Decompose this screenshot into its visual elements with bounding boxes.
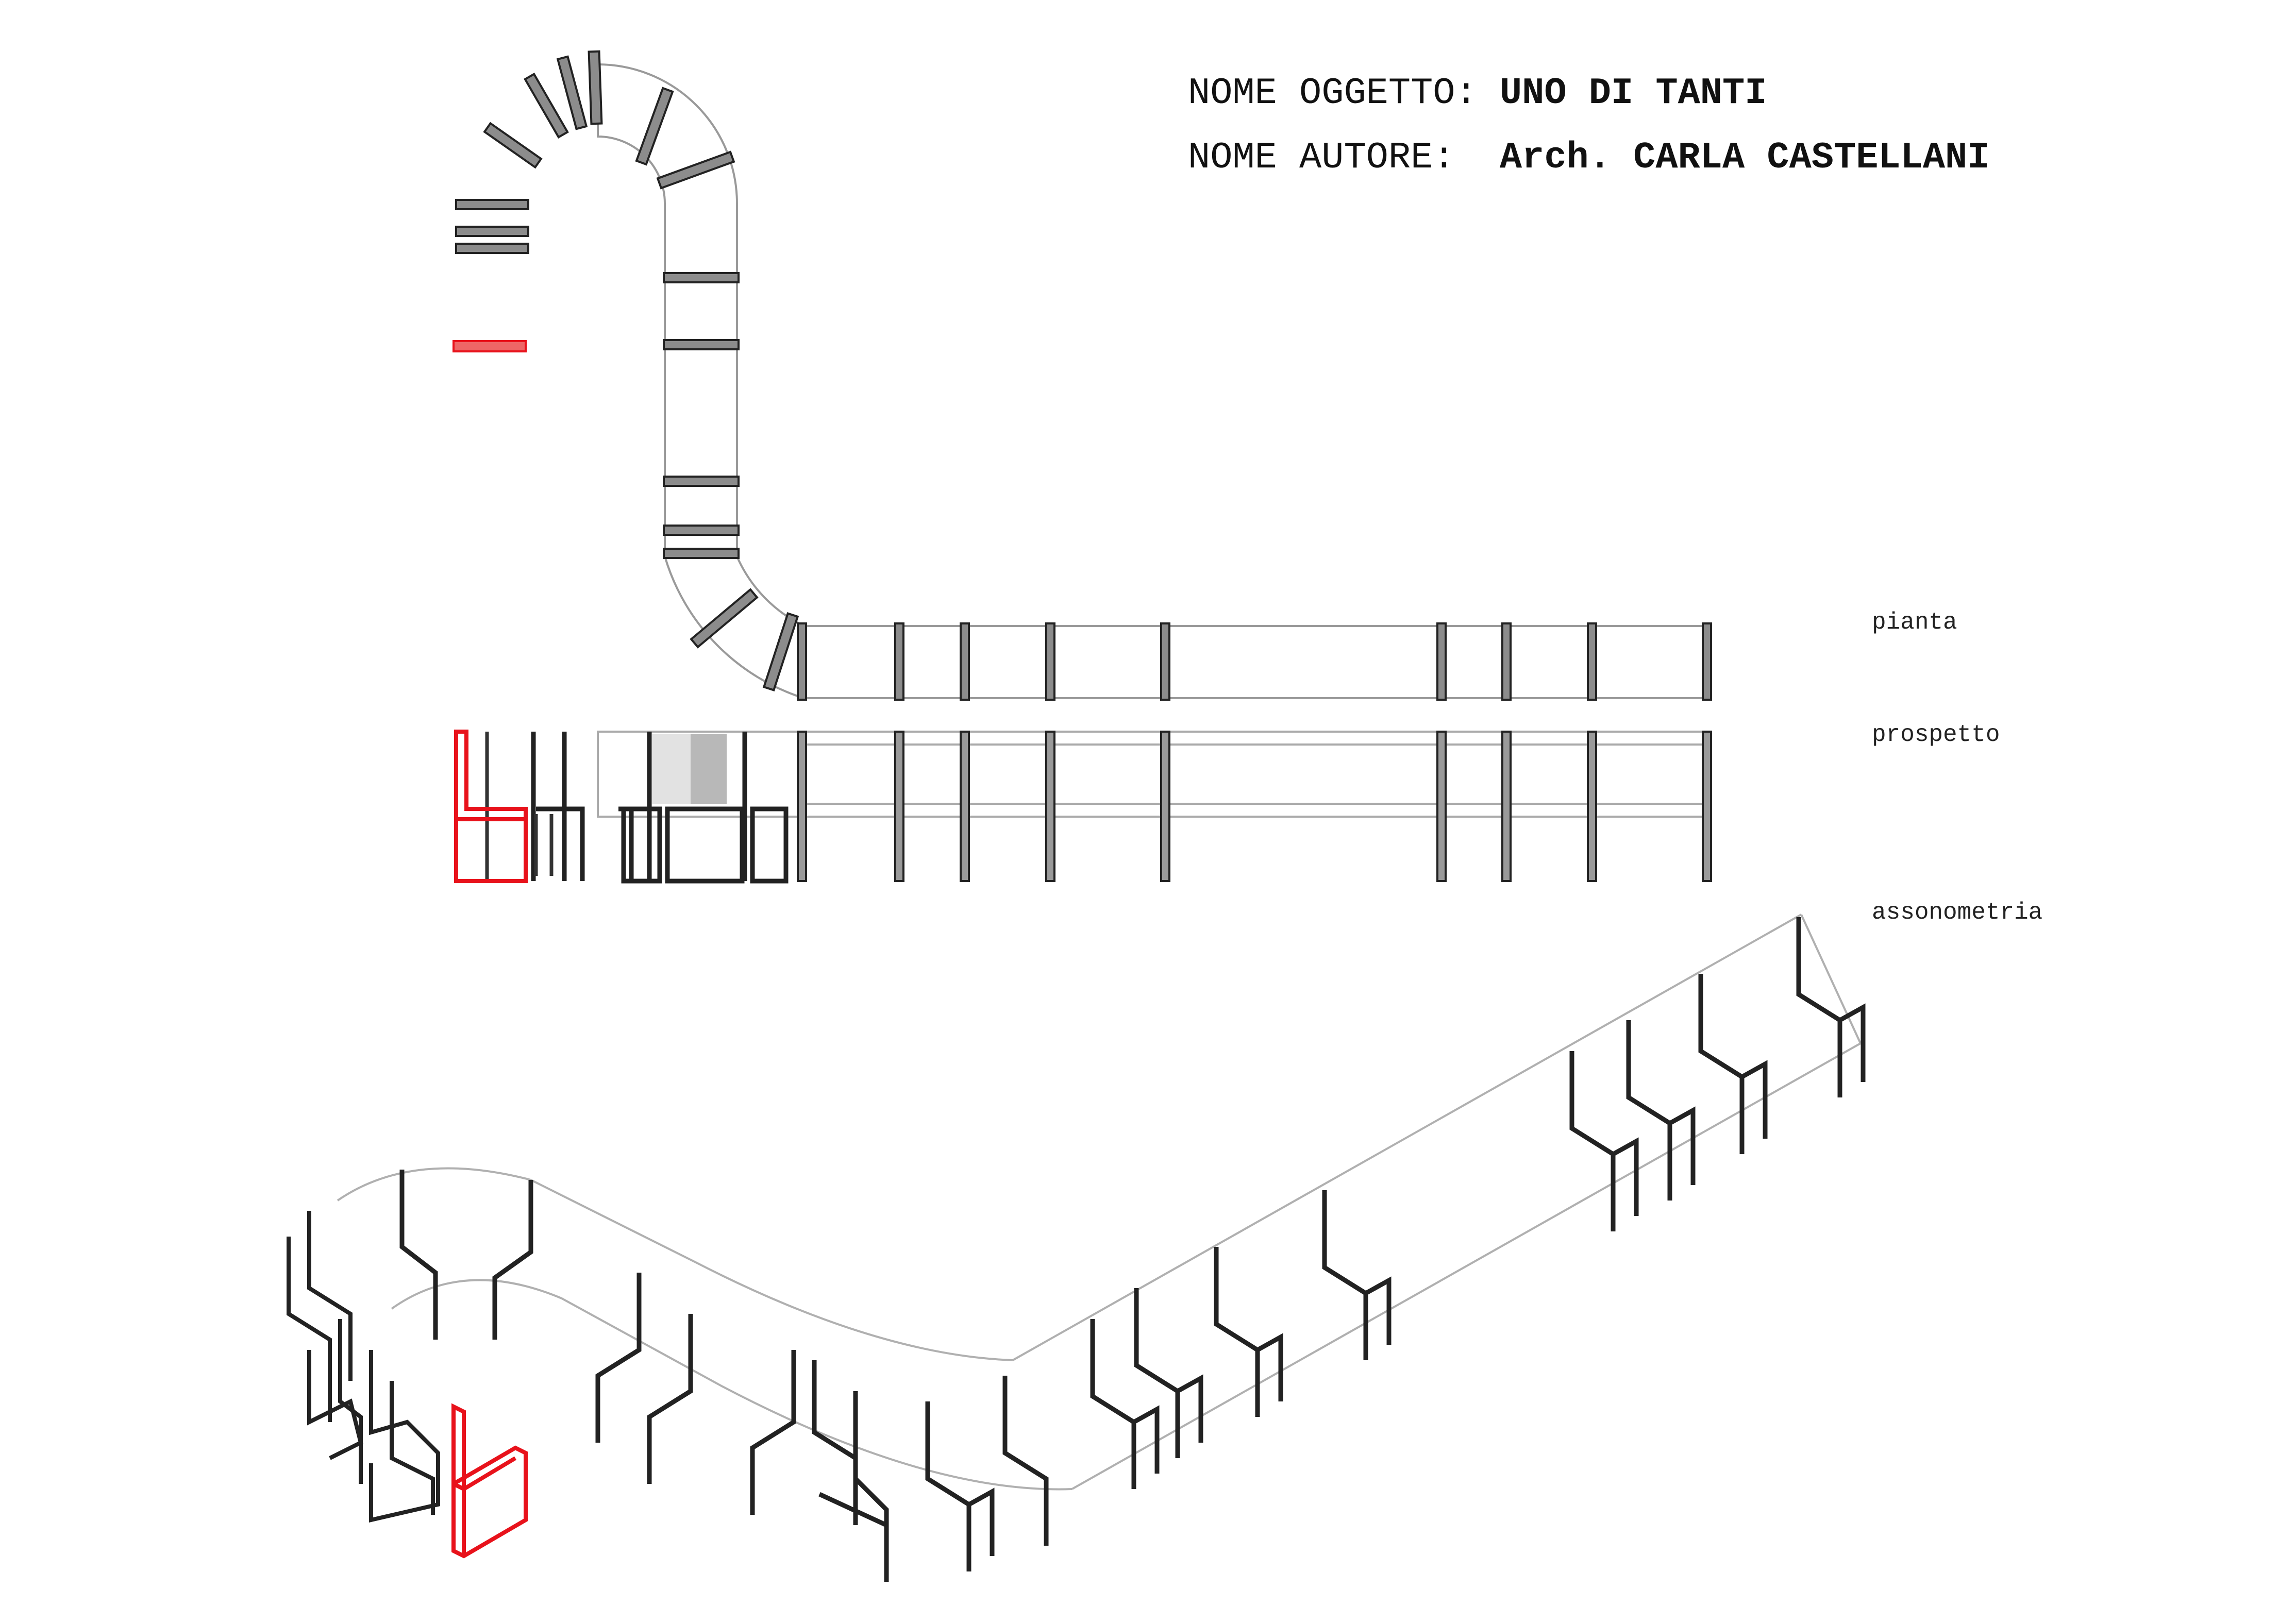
elevation-post bbox=[1045, 731, 1055, 882]
elevation-view-label: prospetto bbox=[1872, 721, 2000, 748]
author-name-line: NOME AUTORE: Arch. CARLA CASTELLANI bbox=[1188, 137, 1989, 179]
axon-chair-highlight bbox=[451, 1403, 528, 1559]
plan-chair bbox=[663, 476, 740, 487]
author-name-value: Arch. CARLA CASTELLANI bbox=[1499, 137, 1990, 179]
axon-bench-back-edge bbox=[1012, 914, 1802, 1361]
elevation-post bbox=[960, 731, 970, 882]
axon-chair bbox=[1626, 1020, 1696, 1201]
plan-chair bbox=[894, 622, 904, 701]
axon-chair bbox=[647, 1314, 693, 1484]
plan-chair bbox=[797, 622, 807, 701]
plan-chair bbox=[455, 243, 529, 254]
plan-chair bbox=[455, 226, 529, 237]
elevation-post bbox=[894, 731, 904, 882]
plan-chair bbox=[663, 339, 740, 350]
plan-chair bbox=[690, 588, 759, 649]
axon-bench-front-edge bbox=[1071, 1042, 1861, 1490]
plan-chair bbox=[455, 199, 529, 210]
plan-chair-highlight bbox=[453, 340, 527, 352]
plan-chair bbox=[635, 87, 674, 166]
axon-chair bbox=[595, 1273, 642, 1443]
axon-chair-pile bbox=[307, 1211, 353, 1381]
axonometric-view bbox=[287, 914, 1866, 1582]
elevation-post bbox=[1436, 731, 1447, 882]
plan-chair bbox=[588, 50, 603, 125]
axon-chair bbox=[1090, 1319, 1160, 1489]
plan-chair bbox=[1501, 622, 1512, 701]
axon-chair bbox=[750, 1350, 796, 1515]
elevation-chair-highlight bbox=[454, 730, 528, 883]
author-name-label: NOME AUTORE: bbox=[1188, 137, 1455, 179]
plan-chair bbox=[483, 122, 543, 169]
axon-chair bbox=[1002, 1376, 1049, 1546]
axon-chair bbox=[399, 1170, 438, 1340]
axonometric-view-label: assonometria bbox=[1872, 899, 2043, 926]
elevation-view bbox=[454, 730, 1712, 884]
axon-chair bbox=[812, 1360, 887, 1528]
axon-chair-pile bbox=[390, 1381, 435, 1515]
plan-chair bbox=[663, 525, 740, 536]
axon-chair bbox=[492, 1180, 533, 1340]
plan-chair bbox=[1160, 622, 1170, 701]
object-name-value: UNO DI TANTI bbox=[1499, 72, 1767, 114]
axon-chair bbox=[1214, 1247, 1283, 1417]
plan-chair bbox=[556, 55, 588, 130]
axon-chair bbox=[1134, 1288, 1203, 1458]
plan-chair bbox=[663, 548, 740, 559]
elevation-chair bbox=[536, 806, 585, 881]
elevation-post bbox=[1160, 731, 1170, 882]
axon-chair bbox=[1796, 917, 1866, 1097]
axon-chair bbox=[1322, 1190, 1392, 1360]
axon-chair-pile bbox=[307, 1350, 363, 1460]
plan-chair bbox=[1587, 622, 1597, 701]
object-name-line: NOME OGGETTO: UNO DI TANTI bbox=[1188, 72, 1767, 114]
axon-chair bbox=[925, 1401, 995, 1571]
elevation-chair bbox=[750, 806, 789, 884]
elevation-chair bbox=[621, 806, 662, 884]
elevation-shade-light bbox=[652, 734, 691, 804]
elevation-back-band bbox=[803, 731, 1710, 746]
plan-chair bbox=[762, 612, 799, 691]
axon-chair bbox=[1698, 974, 1768, 1154]
axon-chair bbox=[853, 1391, 889, 1582]
axon-chair bbox=[1569, 1051, 1639, 1231]
plan-chair bbox=[1436, 622, 1447, 701]
object-name-label: NOME OGGETTO: bbox=[1188, 72, 1478, 114]
plan-view-label: pianta bbox=[1872, 609, 1957, 636]
plan-bench-outline bbox=[597, 63, 1710, 699]
axon-chair-pile bbox=[287, 1237, 332, 1422]
axon-bench-curve-top bbox=[337, 1167, 1013, 1361]
plan-view bbox=[597, 63, 1710, 699]
plan-chair bbox=[656, 150, 735, 190]
plan-chair bbox=[1045, 622, 1055, 701]
plan-chairs bbox=[453, 50, 1712, 701]
axon-chair-pile bbox=[369, 1350, 440, 1523]
axon-bench-curve-bottom bbox=[391, 1279, 1072, 1491]
elevation-chair bbox=[665, 806, 745, 884]
axon-bench-end bbox=[1800, 914, 1862, 1044]
elevation-post bbox=[797, 731, 807, 882]
elevation-seat-band bbox=[803, 803, 1710, 818]
plan-chair bbox=[524, 72, 569, 139]
plan-chair bbox=[1702, 622, 1712, 701]
elevation-post bbox=[1587, 731, 1597, 882]
elevation-post bbox=[1501, 731, 1512, 882]
elevation-shade-dark bbox=[691, 734, 727, 804]
plan-chair bbox=[960, 622, 970, 701]
elevation-post bbox=[1702, 731, 1712, 882]
plan-chair bbox=[663, 272, 740, 283]
